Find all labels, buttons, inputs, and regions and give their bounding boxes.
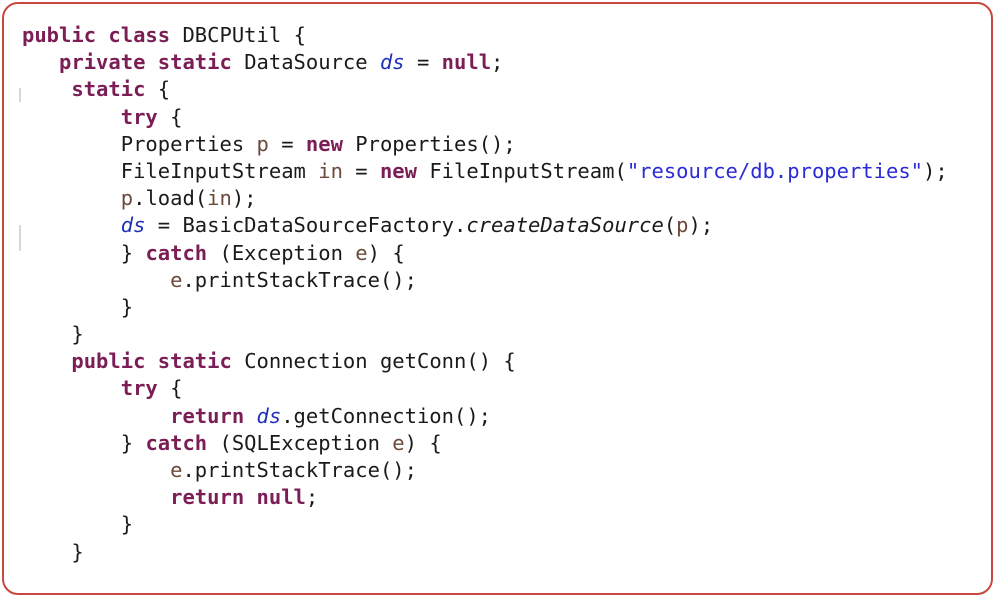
code-line: static {	[71, 77, 171, 102]
code-line: FileInputStream in = new FileInputStream…	[120, 158, 948, 183]
code-line: }	[120, 294, 134, 319]
code-line: ds = BasicDataSourceFactory.createDataSo…	[120, 213, 714, 238]
code-line: Properties p = new Properties();	[120, 131, 516, 156]
code-line: p.load(in);	[120, 186, 257, 211]
code-line: return ds.getConnection();	[170, 403, 492, 428]
code-line: try {	[120, 376, 183, 401]
code-block: public class DBCPUtil { private static D…	[22, 22, 948, 566]
code-line: try {	[120, 104, 183, 129]
code-line: e.printStackTrace();	[170, 267, 417, 292]
code-line: public static Connection getConn() {	[71, 349, 516, 374]
code-line: return null;	[170, 485, 319, 510]
code-frame	[2, 2, 993, 595]
code-line: } catch (Exception e) {	[120, 240, 405, 265]
code-line: }	[71, 322, 84, 347]
code-line: }	[71, 539, 84, 564]
gutter-mark	[19, 88, 21, 102]
code-line: public class DBCPUtil {	[22, 23, 306, 47]
code-line: e.printStackTrace();	[170, 458, 417, 482]
code-line: }	[120, 512, 134, 537]
code-line: } catch (SQLException e) {	[120, 430, 442, 455]
code-line: private static DataSource ds = null;	[59, 50, 504, 75]
gutter-mark	[19, 225, 21, 251]
